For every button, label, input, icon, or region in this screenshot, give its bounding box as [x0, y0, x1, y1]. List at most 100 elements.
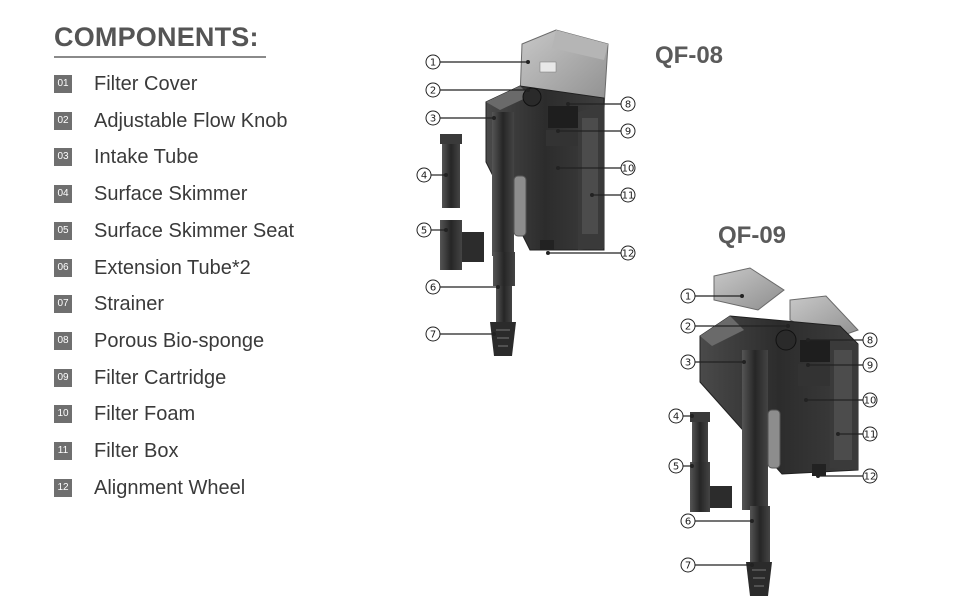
callout-dot	[742, 360, 746, 364]
callout-circle	[620, 245, 636, 261]
callout-circle	[680, 513, 696, 529]
callout-number: 2	[685, 322, 691, 333]
callout-number: 6	[430, 283, 436, 294]
callout-circle	[416, 222, 432, 238]
callout-dot	[786, 324, 790, 328]
callout-number: 4	[673, 412, 679, 423]
components-heading: COMPONENTS:	[54, 22, 259, 52]
qf09-bio-sponge	[800, 340, 830, 362]
callout-dot	[492, 332, 496, 336]
qf09-flow-knob	[775, 329, 797, 351]
qf09-surface-skimmer	[690, 412, 710, 462]
qf08-alignment-wheel	[540, 240, 554, 250]
callout-dot	[816, 474, 820, 478]
item-label: Adjustable Flow Knob	[94, 109, 288, 132]
callout-dot	[492, 116, 496, 120]
qf08-flow-knob	[522, 87, 542, 107]
callout-dot	[806, 338, 810, 342]
callout-circle	[862, 392, 878, 408]
callout-circle	[620, 187, 636, 203]
qf08-intake-tube	[492, 112, 527, 322]
qf09-illustration	[690, 267, 859, 596]
qf09-strainer	[746, 562, 772, 596]
qf09-intake-tube	[742, 350, 781, 562]
callout-dot	[556, 166, 560, 170]
item-number: 11	[54, 442, 72, 460]
qf09-alignment-wheel	[812, 464, 826, 476]
callout-dot	[690, 464, 694, 468]
item-number: 09	[54, 368, 72, 387]
callout-dot	[590, 193, 594, 197]
callout-circle	[620, 160, 636, 176]
callout-dot	[804, 398, 808, 402]
callout-number: 10	[622, 164, 635, 175]
callout-circle	[680, 318, 696, 334]
qf08-illustration	[440, 29, 609, 356]
callout-circle	[425, 279, 441, 295]
item-label: Intake Tube	[94, 146, 199, 169]
callout-dot	[750, 563, 754, 567]
callout-number: 12	[864, 472, 877, 483]
callout-dot	[566, 102, 570, 106]
qf08-skimmer-seat	[440, 220, 484, 270]
callout-circle	[668, 458, 684, 474]
callout-circle	[680, 354, 696, 370]
item-number: 02	[54, 111, 72, 130]
item-number: 03	[54, 148, 72, 167]
item-label: Filter Foam	[94, 403, 196, 426]
callout-dot	[546, 251, 550, 255]
item-label: Surface Skimmer Seat	[94, 219, 295, 242]
callout-circle	[620, 123, 636, 139]
callout-number: 10	[864, 396, 877, 407]
callout-number: 1	[430, 58, 436, 69]
item-number: 10	[54, 405, 72, 424]
item-label: Alignment Wheel	[94, 476, 246, 499]
callout-circle	[425, 82, 441, 98]
item-number: 05	[54, 221, 72, 240]
callout-number: 9	[625, 127, 631, 138]
item-number: 08	[54, 331, 72, 350]
callout-circle	[668, 408, 684, 424]
callout-number: 9	[867, 361, 873, 372]
callout-number: 3	[430, 114, 436, 125]
qf08-bio-sponge	[548, 106, 578, 128]
item-label: Strainer	[94, 293, 165, 316]
callout-dot	[740, 294, 744, 298]
callout-number: 7	[430, 330, 436, 341]
callout-number: 8	[625, 100, 631, 111]
callout-dot	[526, 88, 530, 92]
item-number: 12	[54, 478, 72, 497]
item-number: 01	[54, 75, 72, 93]
callout-number: 2	[430, 86, 436, 97]
callout-dot	[836, 432, 840, 436]
callout-number: 7	[685, 561, 691, 572]
item-label: Filter Cover	[94, 73, 198, 95]
callout-number: 8	[867, 336, 873, 347]
item-label: Extension Tube*2	[94, 256, 251, 279]
qf09-filter-cartridge	[798, 364, 830, 386]
callout-number: 5	[421, 226, 427, 237]
callout-number: 3	[685, 358, 691, 369]
callout-circle	[862, 426, 878, 442]
item-label: Filter Cartridge	[94, 366, 227, 389]
callout-dot	[496, 285, 500, 289]
callout-circle	[425, 326, 441, 342]
callout-number: 6	[685, 517, 691, 528]
callout-dot	[444, 173, 448, 177]
callout-circle	[425, 54, 441, 70]
callout-number: 4	[421, 171, 427, 182]
callout-number: 1	[685, 292, 691, 303]
item-label: Porous Bio-sponge	[94, 329, 265, 352]
callout-circle	[416, 167, 432, 183]
callout-circle	[680, 557, 696, 573]
callout-dot	[556, 129, 560, 133]
item-number: 04	[54, 185, 72, 204]
item-label: Filter Box	[94, 440, 179, 462]
callout-circle	[425, 110, 441, 126]
callout-circle	[680, 288, 696, 304]
callout-dot	[526, 60, 530, 64]
heading-underline	[54, 56, 266, 58]
model-title-qf09: QF-09	[718, 222, 787, 249]
